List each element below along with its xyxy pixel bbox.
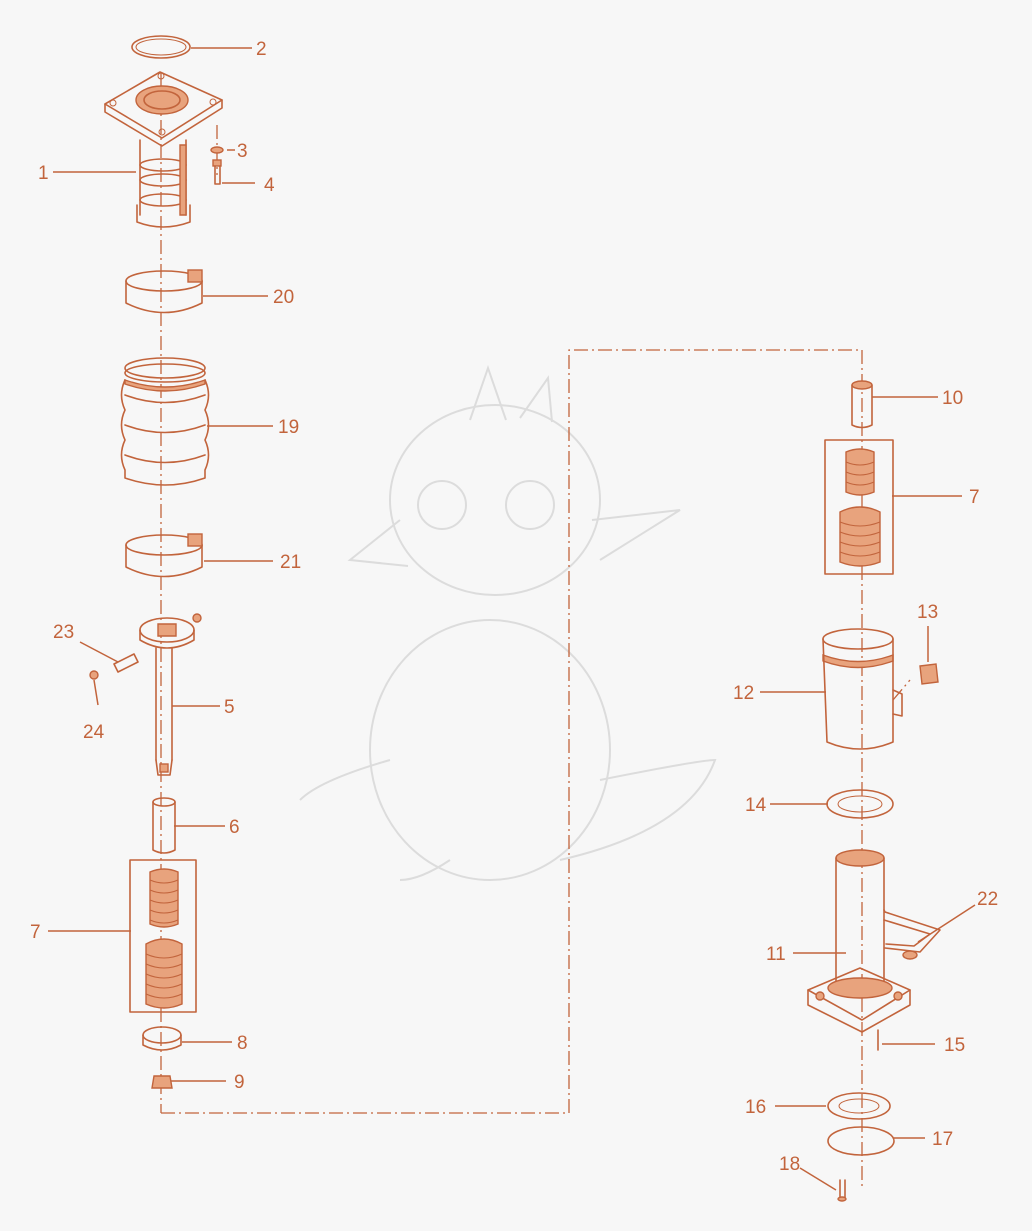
part-14-gasket <box>826 789 894 819</box>
callout-12: 12 <box>733 683 754 704</box>
part-17-plate <box>827 1126 895 1156</box>
callout-23: 23 <box>53 622 74 643</box>
part-2-o-ring <box>131 35 191 59</box>
callout-13: 13 <box>917 602 938 623</box>
part-20-hose-clamp <box>125 269 203 314</box>
part-6-sleeve <box>152 797 176 854</box>
part-16-gasket <box>827 1092 891 1120</box>
callout-19: 19 <box>278 417 299 438</box>
part-10-cap <box>851 380 873 429</box>
part-22-handle <box>883 909 941 960</box>
callout-20: 20 <box>273 287 294 308</box>
centerlines <box>160 72 911 1190</box>
part-19-bellows <box>120 357 210 486</box>
callout-11: 11 <box>766 944 786 965</box>
callout-1: 1 <box>38 163 49 184</box>
part-13-plug <box>919 663 939 685</box>
part-4-bolt <box>212 159 222 185</box>
callout-18: 18 <box>779 1154 800 1175</box>
part-3-washer <box>210 146 224 154</box>
part-8-disc <box>142 1026 182 1051</box>
callout-17: 17 <box>932 1129 953 1150</box>
part-21-hose-clamp <box>125 533 203 578</box>
part-5-shaft <box>139 613 202 776</box>
callout-2: 2 <box>256 39 267 60</box>
leader-lines <box>48 47 976 1191</box>
callout-6: 6 <box>229 817 240 838</box>
part-18-bolt <box>837 1179 847 1202</box>
callout-7-left: 7 <box>30 922 41 943</box>
callout-16: 16 <box>745 1097 766 1118</box>
part-1-cylinder-assembly <box>104 71 223 228</box>
callout-10: 10 <box>942 388 963 409</box>
part-11-base-tube <box>807 849 911 1033</box>
callout-15: 15 <box>944 1035 965 1056</box>
callout-9: 9 <box>234 1072 245 1093</box>
callout-24: 24 <box>83 722 105 743</box>
callout-7-right: 7 <box>969 487 980 508</box>
callout-5: 5 <box>224 697 235 718</box>
callout-22: 22 <box>977 889 998 910</box>
callout-14: 14 <box>745 795 767 816</box>
callout-labels: 2 3 4 1 20 19 21 23 24 5 6 7 8 9 10 7 13… <box>30 39 998 1175</box>
part-7-spring-set <box>129 859 197 1013</box>
callout-21: 21 <box>280 552 301 573</box>
callout-8: 8 <box>237 1033 248 1054</box>
callout-4: 4 <box>264 175 275 196</box>
part-9-nut <box>151 1075 173 1089</box>
part-7-spring-set-right <box>824 439 894 575</box>
callout-3: 3 <box>237 141 248 162</box>
dragon-watermark <box>299 364 717 881</box>
part-24-washer <box>89 670 99 680</box>
part-23-pin <box>113 653 139 673</box>
part-12-housing <box>822 628 903 750</box>
